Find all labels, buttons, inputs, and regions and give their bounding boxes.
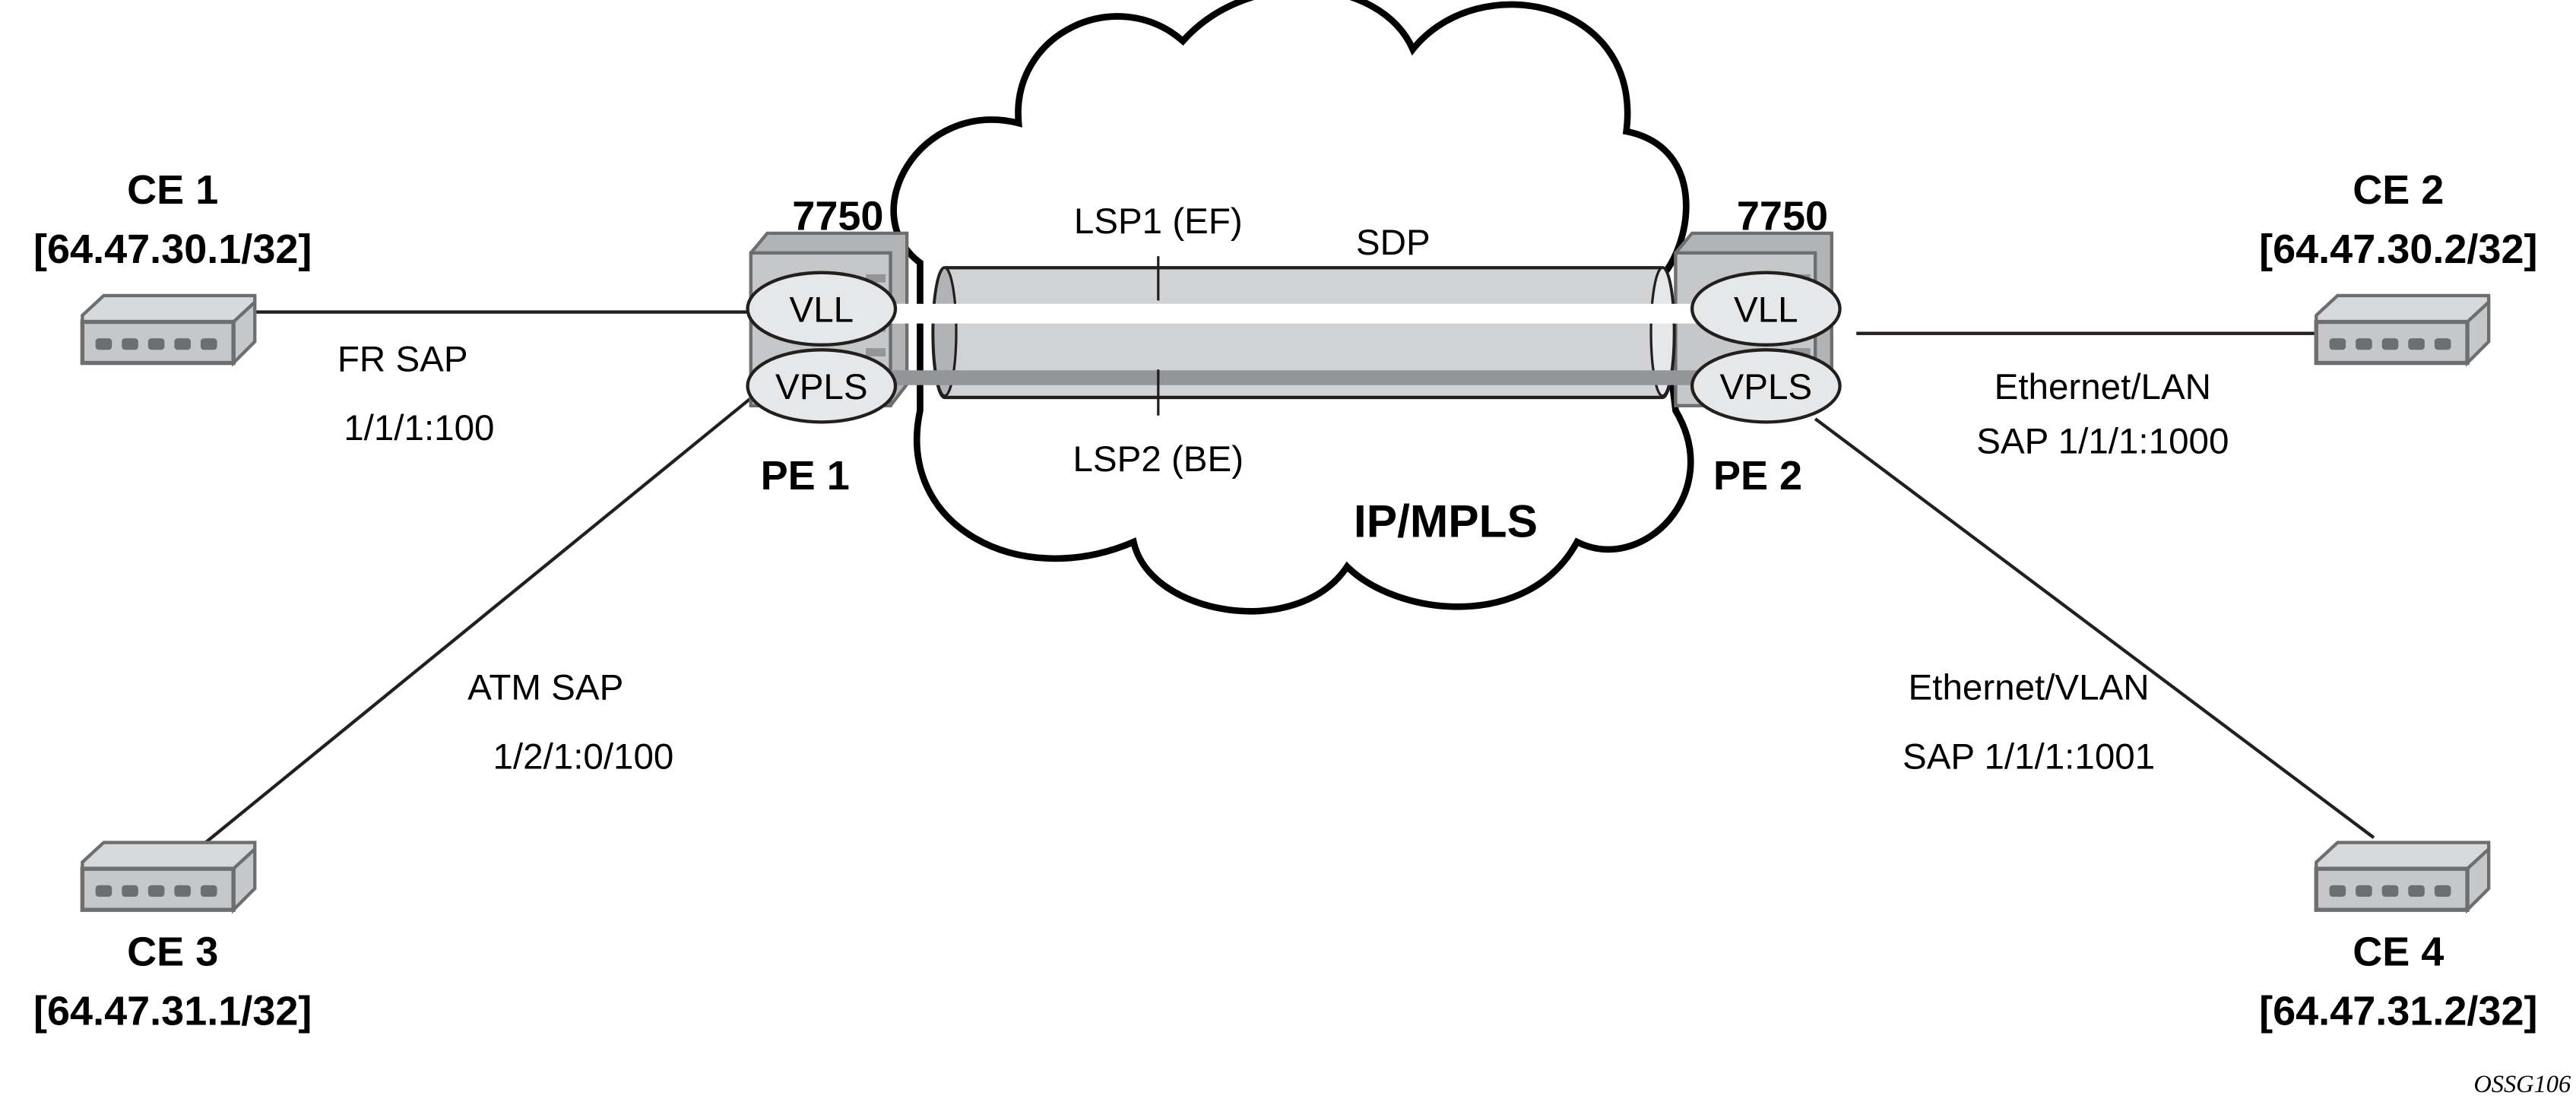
ce1-ip: [64.47.30.1/32] [33,226,312,272]
cloud-label: IP/MPLS [1354,496,1538,547]
pe1-name: PE 1 [761,453,850,499]
pe1-model: 7750 [792,194,883,239]
ce2-name: CE 2 [2353,167,2444,213]
pe2-vll-ellipse [1690,271,1842,347]
ce4-ip: [64.47.31.2/32] [2259,988,2537,1034]
pe2-vpls-label: VPLS [1720,367,1813,407]
link-ce3-pe1 [204,392,757,844]
sdp-label: SDP [1356,223,1431,263]
pe1-vpls-label: VPLS [775,367,868,407]
ce4-router-icon [2316,843,2489,910]
pe2-model: 7750 [1737,194,1828,239]
lsp1-path [870,303,1706,324]
figure-id: OSSG106 [2473,1071,2571,1098]
atm-sap-id: 1/2/1:0/100 [493,736,674,777]
ce1-router-icon [82,296,255,363]
fr-sap-label: FR SAP [337,339,468,379]
ce3-name: CE 3 [127,929,218,975]
links [204,310,2375,844]
eth-vlan-sap: SAP 1/1/1:1001 [1903,736,2155,777]
pe2-name: PE 2 [1713,453,1802,499]
fr-sap-id: 1/1/1:100 [344,408,494,448]
tube-end-left [932,266,958,397]
ce3-router-icon [82,843,255,910]
pe1-vll-ellipse [746,271,898,347]
ce3-ip: [64.47.31.1/32] [33,988,312,1034]
ce1-name: CE 1 [127,167,218,213]
pe1-vll-label: VLL [790,290,854,331]
lsp2-label: LSP2 (BE) [1073,439,1244,480]
lsp1-label: LSP1 (EF) [1074,201,1243,242]
ce2-router-icon [2316,296,2489,363]
pe2-vpls-ellipse [1690,348,1842,424]
eth-lan-label: Ethernet/LAN [1995,367,2211,407]
ce4-name: CE 4 [2353,929,2444,975]
tube-end-right [1649,266,1675,397]
link-pe2-ce4 [1814,417,2375,839]
eth-lan-sap: SAP 1/1/1:1000 [1976,421,2229,461]
pe1-vpls-ellipse [746,348,898,424]
atm-sap-label: ATM SAP [467,668,623,708]
eth-vlan-label: Ethernet/VLAN [1909,668,2150,708]
pe2-vll-label: VLL [1734,290,1798,331]
ce2-ip: [64.47.30.2/32] [2259,226,2537,272]
